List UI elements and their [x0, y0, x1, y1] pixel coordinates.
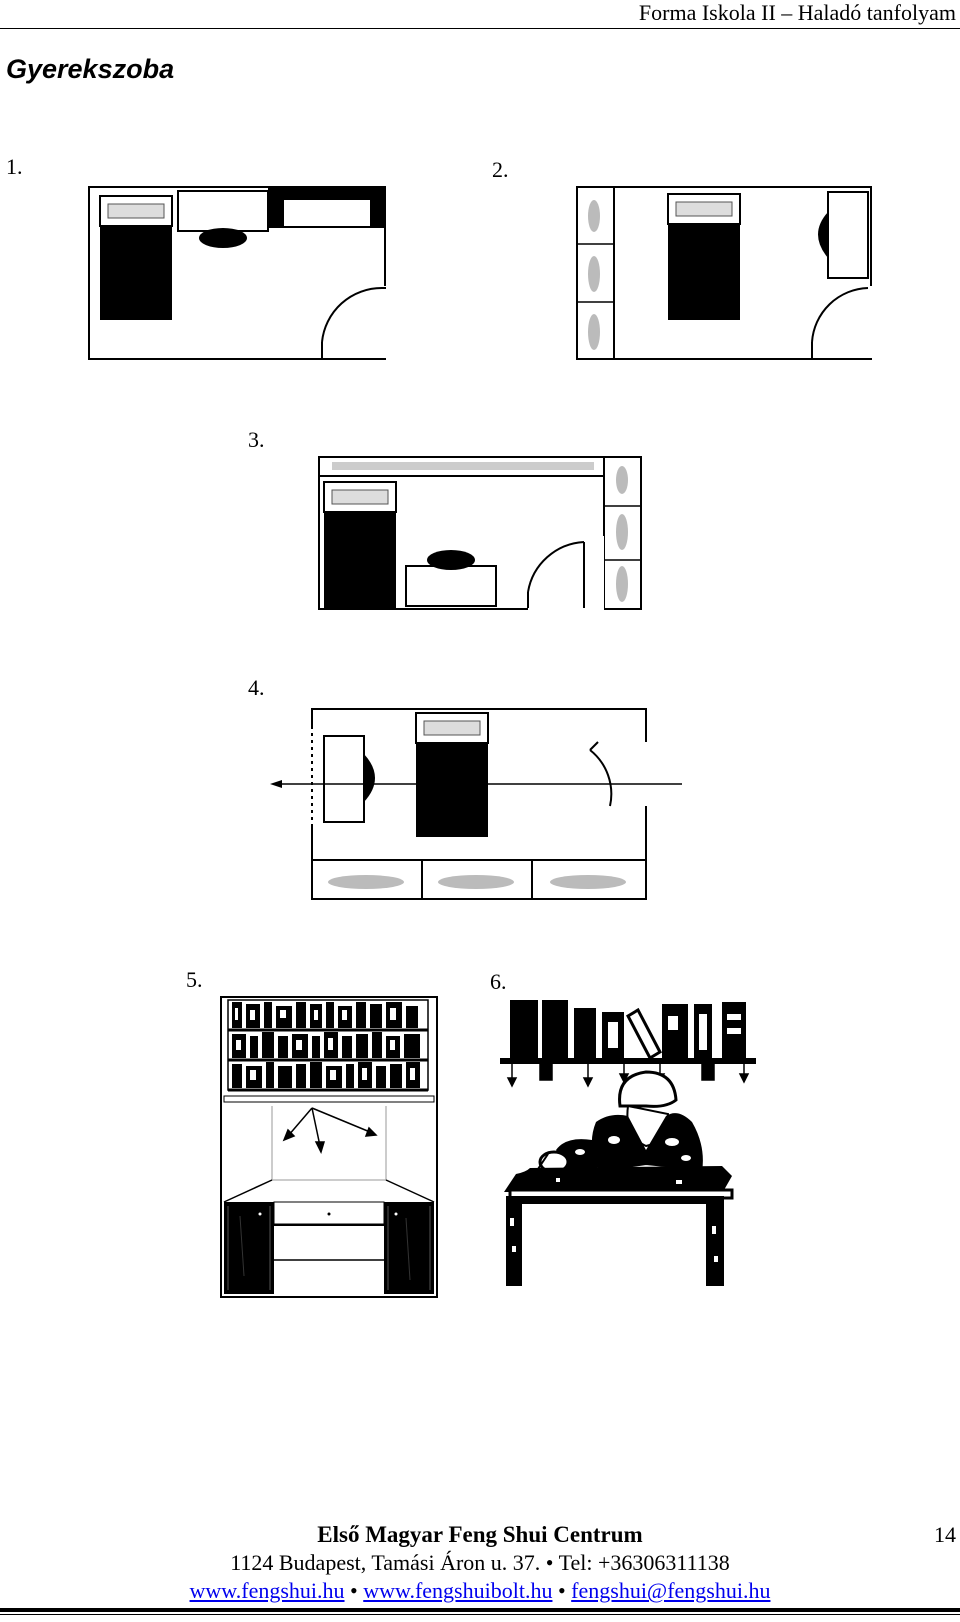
footer-address: 1124 Budapest, Tamási Áron u. 37. • Tel:…	[230, 1550, 730, 1575]
child-studying-illustration	[500, 1000, 756, 1286]
furniture-illustration-desk-bookshelf	[220, 996, 438, 1298]
footer-divider-thick	[0, 1608, 960, 1612]
floor-plan-3	[318, 456, 642, 610]
figure-2-number: 2.	[492, 157, 509, 182]
footer-link-shop[interactable]: www.fengshuibolt.hu	[363, 1578, 553, 1603]
page-number: 14	[934, 1522, 956, 1547]
floor-plan-1	[88, 186, 386, 360]
figure-6-number: 6.	[490, 969, 507, 994]
footer-link-email[interactable]: fengshui@fengshui.hu	[571, 1578, 771, 1603]
figure-1-number: 1.	[6, 154, 23, 179]
footer-separator-2: •	[552, 1578, 572, 1603]
footer-links: www.fengshui.hu • www.fengshuibolt.hu • …	[0, 1578, 960, 1604]
header-title: Forma Iskola II – Haladó tanfolyam	[638, 0, 956, 25]
figure-3-number: 3.	[248, 427, 265, 452]
header-divider	[0, 28, 960, 29]
figure-4-number: 4.	[248, 675, 265, 700]
footer-separator-1: •	[344, 1578, 364, 1603]
floor-plan-2	[576, 186, 872, 360]
figure-5-number: 5.	[186, 967, 203, 992]
footer-organization: Első Magyar Feng Shui Centrum	[317, 1522, 643, 1547]
section-title: Gyerekszoba	[6, 54, 175, 84]
floor-plan-4	[270, 708, 682, 900]
footer-divider-thin	[0, 1614, 960, 1615]
footer-link-website[interactable]: www.fengshui.hu	[189, 1578, 345, 1603]
